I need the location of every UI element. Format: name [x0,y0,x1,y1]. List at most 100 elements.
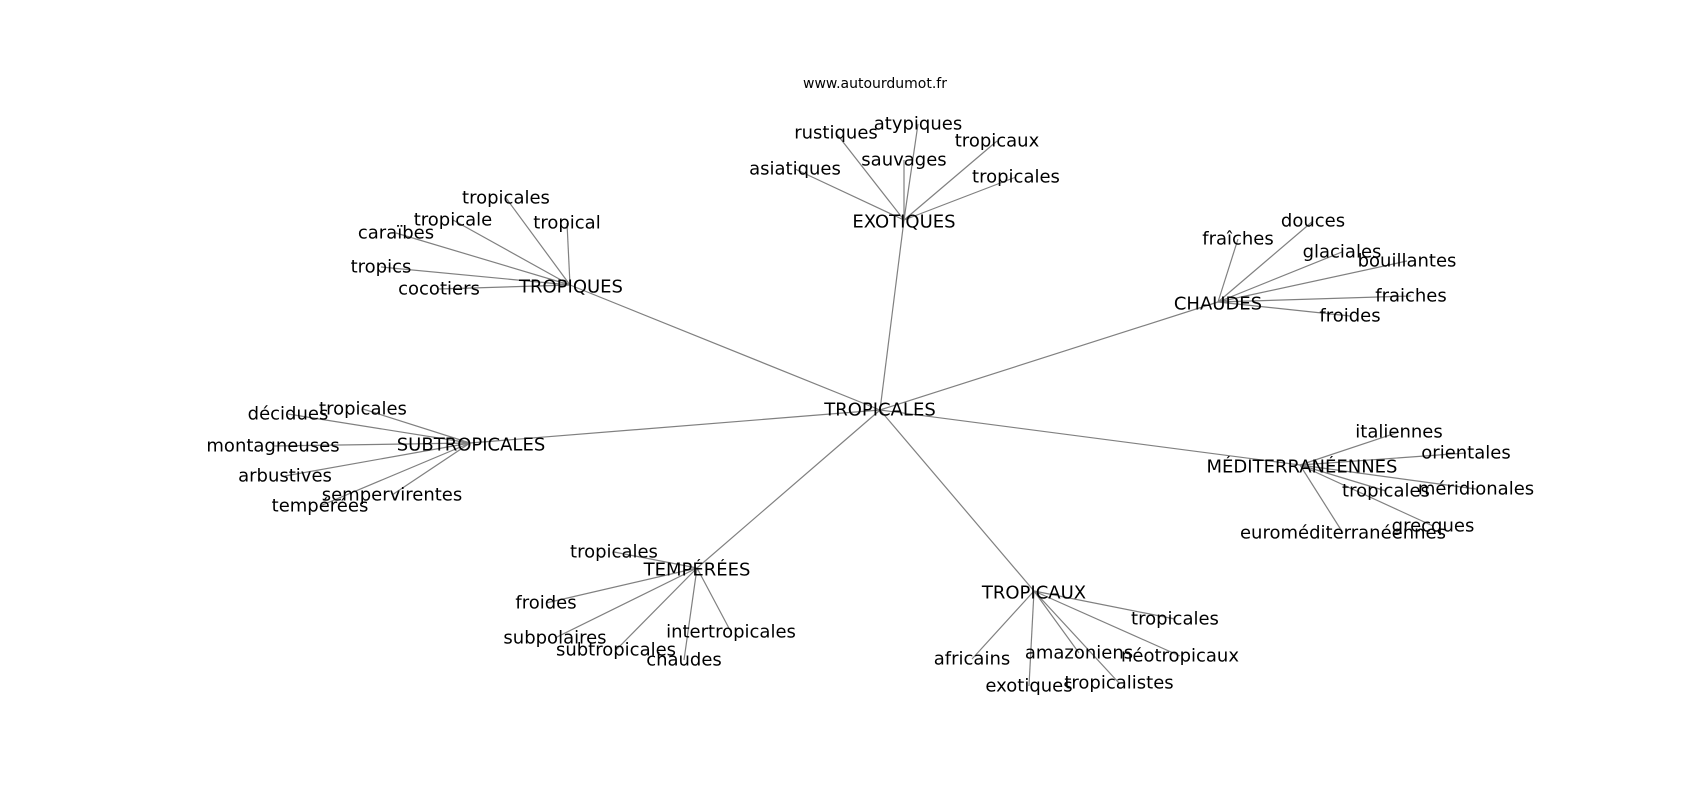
graph-labels: TROPICALESEXOTIQUESrustiquesatypiquestro… [206,114,1534,697]
leaf-word: tropicales [1131,609,1219,630]
leaf-word: cocotiers [398,279,480,300]
leaf-word: caraïbes [358,223,434,244]
edge-group-5-leaf-0 [613,551,698,569]
edge-group-4-leaf-3 [1299,464,1477,490]
edge-group-4-leaf-1 [1299,452,1467,466]
leaf-word: sempervirentes [322,485,463,506]
leaf-word: méridionales [1418,479,1534,500]
edge-center-to-2 [879,301,1219,411]
edge-group-3-leaf-5 [319,442,471,507]
leaf-word: euroméditerranéennes [1240,523,1446,544]
leaf-word: tropicales [462,188,550,209]
edge-group-0-leaf-5 [903,176,1017,221]
group-word: CHAUDES [1174,294,1262,315]
edge-group-0-leaf-4 [794,168,905,221]
edge-group-1-leaf-1 [452,219,571,286]
edge-group-5-leaf-3 [615,567,698,651]
edge-group-5-leaf-1 [545,567,698,604]
edge-group-6-leaf-0 [1033,590,1176,620]
edge-group-4-leaf-5 [1299,464,1344,534]
group-word: MÉDITERRANÉENNES [1207,456,1398,478]
edge-group-0-leaf-0 [835,132,905,221]
center-word: TROPICALES [823,400,936,421]
leaf-word: montagneuses [206,436,339,457]
leaf-word: douces [1281,211,1345,232]
leaf-word: subtropicales [556,640,676,661]
edge-center-to-5 [696,409,881,569]
edge-group-2-leaf-1 [1217,238,1239,303]
leaf-word: exotiques [985,676,1072,697]
leaf-word: orientales [1421,443,1510,464]
edge-group-4-leaf-0 [1299,431,1400,466]
edge-center-to-4 [879,409,1301,466]
edge-group-2-leaf-3 [1217,260,1408,303]
edge-group-6-leaf-4 [1028,590,1035,687]
edge-group-4-leaf-4 [1299,464,1434,527]
group-word: TROPICAUX [981,583,1086,604]
edge-group-2-leaf-4 [1217,295,1412,303]
leaf-word: froides [1319,306,1380,327]
edge-group-3-leaf-3 [284,442,471,477]
edge-group-1-leaf-3 [395,232,571,286]
leaf-word: fraiches [1375,286,1447,307]
edge-group-5-leaf-2 [554,567,698,639]
leaf-word: amazoniens [1025,643,1133,664]
edge-group-6-leaf-2 [1033,590,1080,654]
edge-group-2-leaf-0 [1217,220,1314,303]
leaf-word: tropicales [319,399,407,420]
leaf-word: tropicales [1342,481,1430,502]
edge-group-3-leaf-0 [287,413,471,444]
edge-group-3-leaf-1 [362,408,471,444]
leaf-word: froides [515,593,576,614]
group-word: TROPIQUES [518,277,623,298]
leaf-word: italiennes [1355,422,1442,443]
edge-group-6-leaf-1 [971,590,1035,660]
leaf-word: tropicale [414,210,493,231]
edge-group-3-leaf-2 [272,442,471,447]
edge-group-0-leaf-2 [903,140,998,221]
leaf-word: tropicales [972,167,1060,188]
leaf-word: atypiques [874,114,962,135]
edge-group-5-leaf-4 [696,567,732,633]
edge-group-1-leaf-4 [380,266,571,286]
leaf-word: décidues [248,404,329,425]
leaf-word: tropical [533,213,600,234]
leaf-word: chaudes [646,650,722,671]
leaf-word: fraîches [1202,229,1274,250]
edge-center-to-1 [569,284,881,411]
group-word: TEMPÉRÉES [643,559,751,581]
leaf-word: tropicalistes [1064,673,1173,694]
leaf-word: tropicaux [955,131,1040,152]
edge-center-to-3 [469,409,881,444]
edge-group-1-leaf-0 [505,197,571,286]
edge-group-4-leaf-2 [1299,464,1387,492]
edge-group-6-leaf-3 [1033,590,1181,657]
leaf-word: bouillantes [1358,251,1457,272]
leaf-word: néotropicaux [1121,646,1239,667]
group-word: EXOTIQUES [852,212,955,233]
edge-center-to-6 [879,409,1035,592]
leaf-word: asiatiques [749,159,841,180]
edge-group-2-leaf-5 [1217,301,1351,317]
leaf-word: glaciales [1303,242,1382,263]
leaf-word: arbustives [238,466,332,487]
leaf-word: intertropicales [666,622,796,643]
edge-group-2-leaf-2 [1217,251,1343,303]
leaf-word: subpolaires [503,628,606,649]
edge-group-5-leaf-5 [683,567,698,661]
leaf-word: rustiques [794,123,878,144]
edge-group-1-leaf-2 [566,222,571,286]
leaf-word: tropicales [570,542,658,563]
site-url: www.autourdumot.fr [803,76,947,92]
leaf-word: africains [934,649,1010,670]
leaf-word: grecques [1392,516,1475,537]
edge-group-3-leaf-4 [391,442,471,496]
leaf-word: tropics [351,257,412,278]
edge-center-to-0 [879,219,905,411]
edge-group-1-leaf-5 [438,284,571,290]
graph-edges [272,123,1477,687]
leaf-word: sauvages [861,150,946,171]
edge-group-0-leaf-1 [903,123,919,221]
group-word: SUBTROPICALES [397,435,546,456]
